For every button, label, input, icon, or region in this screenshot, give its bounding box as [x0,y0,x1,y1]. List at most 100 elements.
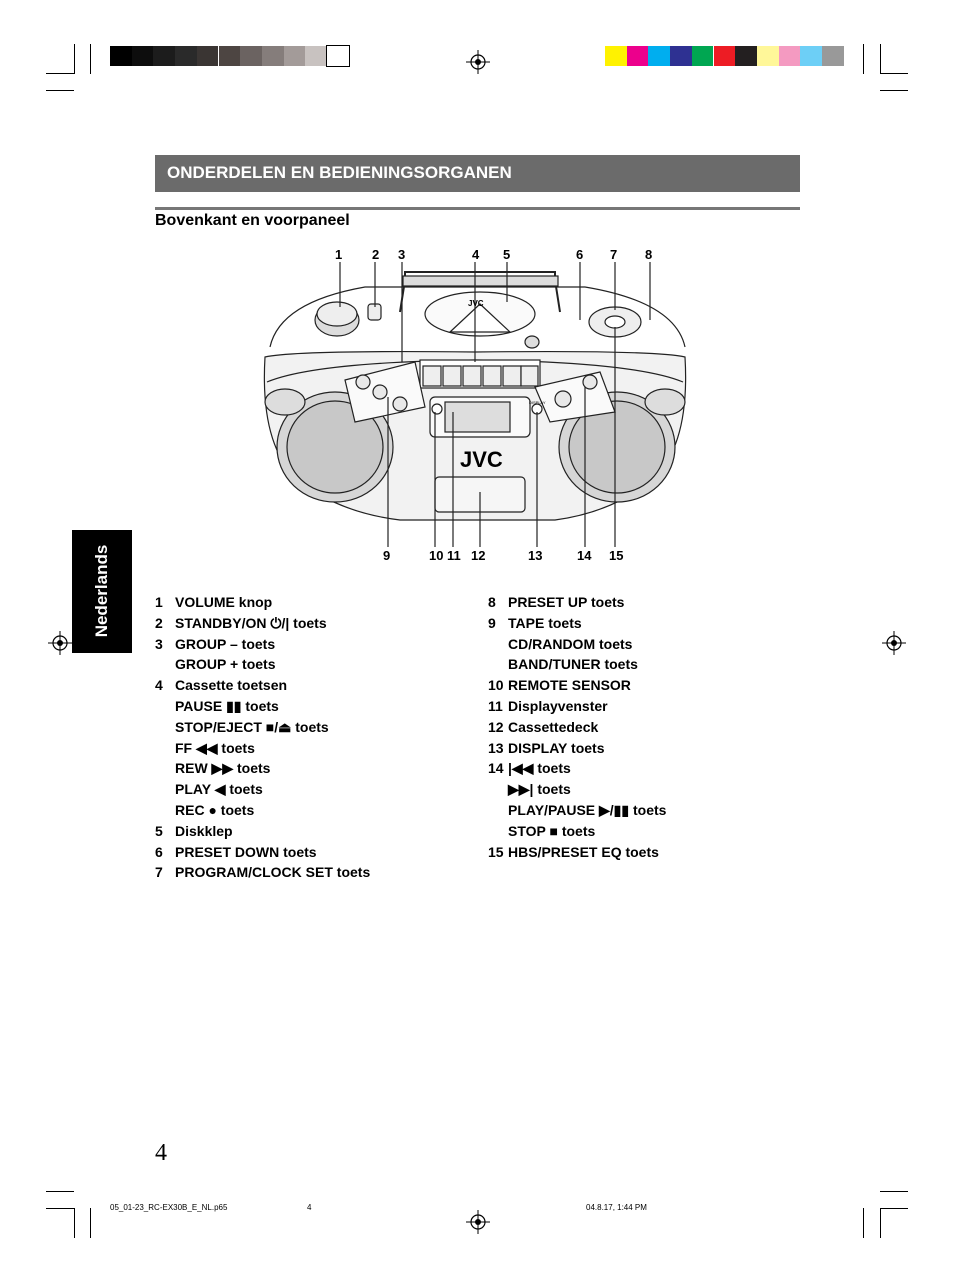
list-item-text: FF ◀◀ toets [175,739,255,756]
list-item-text: BAND/TUNER toets [508,656,638,673]
section-title: ONDERDELEN EN BEDIENINGSORGANEN [167,163,512,182]
color-swatch [691,46,714,66]
list-item-text: TAPE toets [508,614,582,631]
subtitle: Bovenkant en voorpaneel [155,212,350,229]
callout-8: 8 [645,247,653,262]
list-item-number: 8 [488,594,496,610]
callout-9: 9 [383,548,391,563]
list-item-text: Displayvenster [508,697,608,714]
list-item-text: Diskklep [175,822,233,839]
registration-target-bottom [466,1210,490,1234]
list-item-number [155,717,175,738]
list-item-number [488,654,508,675]
callout-12: 12 [471,548,486,563]
color-swatch [626,46,649,66]
color-swatch [756,46,779,66]
callout-3: 3 [398,247,406,262]
list-item-number: 15 [488,843,504,860]
callout-14: 14 [577,548,592,563]
callout-7: 7 [610,247,618,262]
list-item-number: 1 [155,594,163,610]
footer-page: 4 [307,1203,312,1212]
color-swatch [778,46,801,66]
list-item-text: ▶▶| toets [508,781,571,798]
callout-15: 15 [609,548,624,563]
list-item-text: PAUSE ▮▮ toets [175,697,279,714]
list-item-text: REMOTE SENSOR [508,677,631,694]
registration-target-left [48,631,72,655]
list-item: ▶▶| toets [488,779,666,800]
list-item-number: 9 [488,614,496,631]
list-item: STOP ■ toets [488,821,666,842]
list-item-text: CD/RANDOM toets [508,635,633,652]
footer-date: 04.8.17, 1:44 PM [586,1203,647,1212]
color-swatch [283,46,306,66]
list-item: STOP/EJECT ■/⏏ toets [155,717,370,738]
color-swatch [153,46,176,66]
callout-11: 11 [447,548,461,563]
registration-target-top [466,50,490,74]
footer-file: 05_01-23_RC-EX30B_E_NL.p65 [110,1203,228,1212]
list-item-text: STANDBY/ON ⏻/| toets [175,614,327,631]
list-item: BAND/TUNER toets [488,654,666,675]
list-item-number: 13 [488,739,504,756]
callout-5: 5 [503,247,511,262]
list-item-number [155,779,175,800]
brand-logo-lid: JVC [468,299,484,308]
list-item-text: Cassettedeck [508,718,599,735]
list-item-text: PLAY ◀ toets [175,781,263,798]
list-item-text: DISPLAY toets [508,739,605,756]
color-swatch [822,46,844,66]
list-item: 14|◀◀ toets [488,758,666,779]
list-item-text: STOP/EJECT ■/⏏ toets [175,718,329,735]
color-swatch [131,46,154,66]
list-item-text: GROUP + toets [175,656,276,673]
callout-4: 4 [472,247,480,262]
display-button-label: DISPLAY [529,400,546,405]
color-swatch [326,45,350,67]
list-item: REC ● toets [155,800,370,821]
list-item: 9 TAPE toets [488,613,666,634]
color-swatch [175,46,197,66]
list-item: CD/RANDOM toets [488,634,666,655]
language-tab [72,530,132,653]
callout-13: 13 [528,548,543,563]
list-item-number: 11 [488,697,503,714]
color-swatch [605,46,627,66]
list-item: REW ▶▶ toets [155,758,370,779]
list-item-number [488,800,508,821]
color-swatch [735,46,757,66]
list-item: FF ◀◀ toets [155,738,370,759]
callout-1: 1 [335,247,343,262]
list-item-number [155,738,175,759]
list-item-number [488,779,508,800]
list-item-number: 10 [488,677,504,694]
list-item-number [155,654,175,675]
color-swatch [261,46,284,66]
boombox-illustration: JVC JVC DISPLAY [263,262,687,547]
list-item-number [488,821,508,842]
list-item-text: PRESET DOWN toets [175,843,317,860]
callout-6: 6 [576,247,584,262]
list-item-number [488,634,508,655]
language-tab-label: Nederlands [92,544,111,638]
list-item: 11 Displayvenster [488,696,666,717]
color-swatch [240,46,262,66]
list-item-number: 7 [155,864,163,881]
color-swatch [305,46,327,66]
list-item: PLAY ◀ toets [155,779,370,800]
list-item: PLAY/PAUSE ▶/▮▮ toets [488,800,666,821]
subtitle-rule [155,207,800,210]
list-item-text: REC ● toets [175,801,255,818]
